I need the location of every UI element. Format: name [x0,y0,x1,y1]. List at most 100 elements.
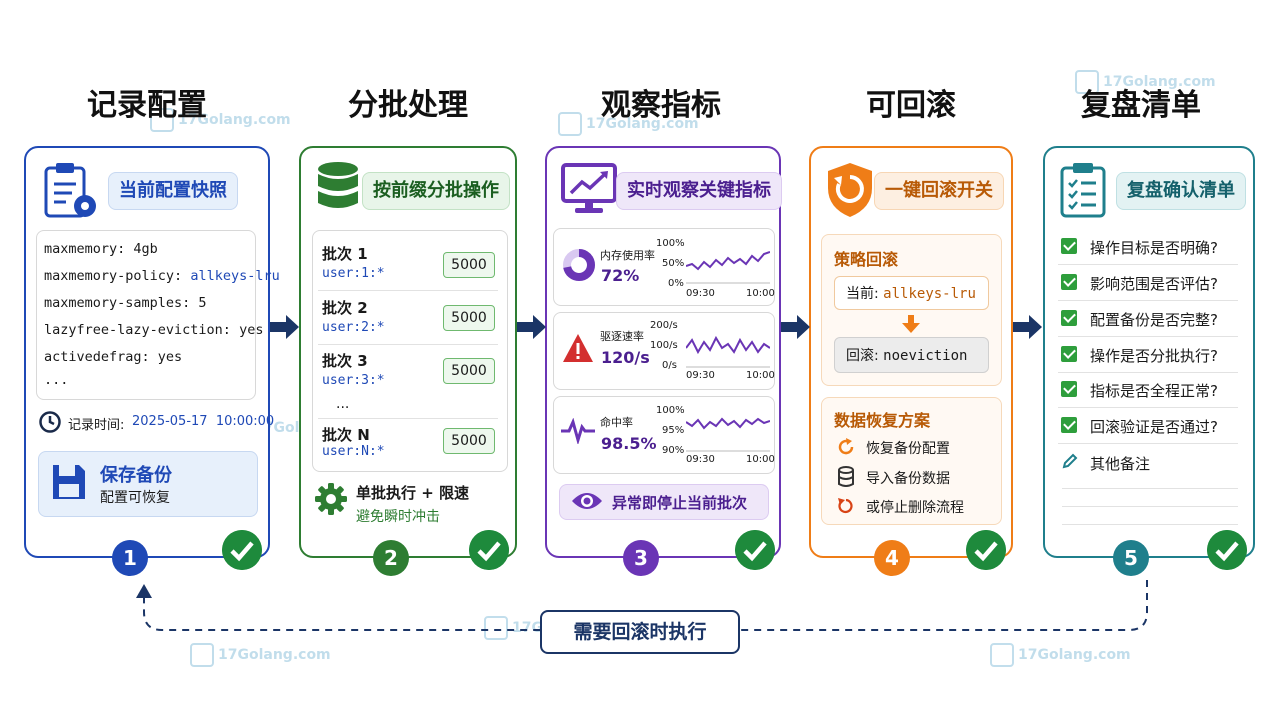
metric-ytick: 0% [668,278,684,289]
config-line: activedefrag: yes [44,349,183,365]
throttle-sub: 避免瞬时冲击 [356,509,440,525]
save-backup-sub: 配置可恢复 [100,490,170,506]
watermark: 17Golang.com [558,112,699,136]
watermark: 17Golang.com [150,108,291,132]
undo-icon [838,498,853,514]
metric-value: 120/s [601,348,650,367]
heartbeat-icon [561,418,595,444]
checklist-item: 指标是否全程正常? [1090,382,1218,400]
config-line: maxmemory: 4gb [44,241,158,257]
divider [1058,443,1238,444]
watermark: 17Golang.com [990,643,1131,667]
divider [1058,407,1238,408]
check-circle-icon [966,530,1006,570]
batch-count: 5000 [443,428,495,454]
metric-label: 内存使用率 [600,249,655,262]
notes-line[interactable] [1062,506,1238,507]
metric-ytick: 0/s [662,360,677,371]
batch-ellipsis: ... [336,396,350,412]
database-icon [318,162,358,208]
config-line: lazyfree-lazy-eviction: yes [44,322,264,338]
one-click-rollback-pill: 一键回滚开关 [874,172,1004,210]
checkbox-checked[interactable] [1061,417,1077,433]
check-circle-icon [222,530,262,570]
batch-key: user:1:* [322,266,385,281]
metric-xtick: 09:30 [686,454,715,465]
metric-ytick: 95% [662,425,685,436]
donut-chart-icon [563,249,595,281]
config-snapshot-panel [36,230,256,400]
clock-icon [39,411,61,433]
eye-icon [572,493,602,509]
checkbox-checked[interactable] [1061,238,1077,254]
step-title-4: 可回滚 [866,88,956,123]
divider [318,418,498,419]
checkbox-checked[interactable] [1061,381,1077,397]
notes-line[interactable] [1062,524,1238,525]
batch-key: user:2:* [322,320,385,335]
batch-count: 5000 [443,305,495,331]
data-recovery-title: 数据恢复方案 [834,411,931,430]
step-number-badge: 3 [623,540,659,576]
database-small-icon [838,466,854,487]
config-line: maxmemory-policy: allkeys-lru [44,268,280,284]
checkbox-checked[interactable] [1061,310,1077,326]
recovery-item: 导入备份数据 [866,471,950,487]
divider [318,344,498,345]
divider [1058,300,1238,301]
metric-value: 98.5% [601,434,657,453]
checklist-item: 操作目标是否明确? [1090,239,1218,257]
config-snapshot-pill: 当前配置快照 [108,172,238,210]
throttle-title: 单批执行 + 限速 [356,484,470,502]
metric-xtick: 10:00 [746,370,775,381]
metric-value: 72% [601,266,640,285]
checklist-item: 影响范围是否评估? [1090,275,1218,293]
recovery-item: 或停止删除流程 [866,500,964,516]
batch-name: 批次 1 [322,245,368,263]
checklist-clipboard-icon [1060,163,1106,218]
watermark: 17Golang.com [1075,70,1216,94]
rollback-policy-box [834,337,989,373]
record-time-label: 记录时间: [68,418,125,433]
checklist-item: 配置备份是否完整? [1090,311,1218,329]
batch-name: 批次 3 [322,352,368,370]
checklist-item: 回滚验证是否通过? [1090,418,1218,436]
flow-arrow-icon [270,315,299,339]
flow-arrow-icon [1013,315,1042,339]
checkbox-checked[interactable] [1061,274,1077,290]
check-circle-icon [1207,530,1247,570]
step-title-3: 观察指标 [601,88,721,123]
metric-xtick: 10:00 [746,288,775,299]
metric-sparkline-memory [686,251,770,284]
monitor-chart-icon [561,163,617,213]
notes-line[interactable] [1062,488,1238,489]
rollback-policy: 回滚: noeviction [846,348,968,364]
pencil-icon [1062,453,1078,469]
current-policy: 当前: allkeys-lru [846,286,976,302]
step-number-badge: 1 [112,540,148,576]
check-circle-icon [469,530,509,570]
step-number-badge: 5 [1113,540,1149,576]
batch-key: user:N:* [322,444,385,459]
step-number-badge: 4 [874,540,910,576]
floppy-disk-icon [53,465,85,499]
save-backup-title: 保存备份 [100,465,172,486]
divider [1058,372,1238,373]
metric-ytick: 100% [656,238,685,249]
watermark: 17Golang.com [190,643,331,667]
metric-label: 驱逐速率 [600,330,644,343]
divider [318,290,498,291]
checklist-item: 操作是否分批执行? [1090,347,1218,365]
batch-name: 批次 N [322,426,370,444]
metric-ytick: 90% [662,445,685,456]
check-circle-icon [735,530,775,570]
batch-key: user:3:* [322,373,385,388]
metric-ytick: 200/s [650,320,678,331]
metric-sparkline-eviction [686,335,770,368]
rollback-loop-label: 需要回滚时执行 [540,610,740,654]
shield-refresh-icon [828,163,872,217]
checkbox-checked[interactable] [1061,346,1077,362]
refresh-icon [838,438,854,455]
batch-count: 5000 [443,252,495,278]
